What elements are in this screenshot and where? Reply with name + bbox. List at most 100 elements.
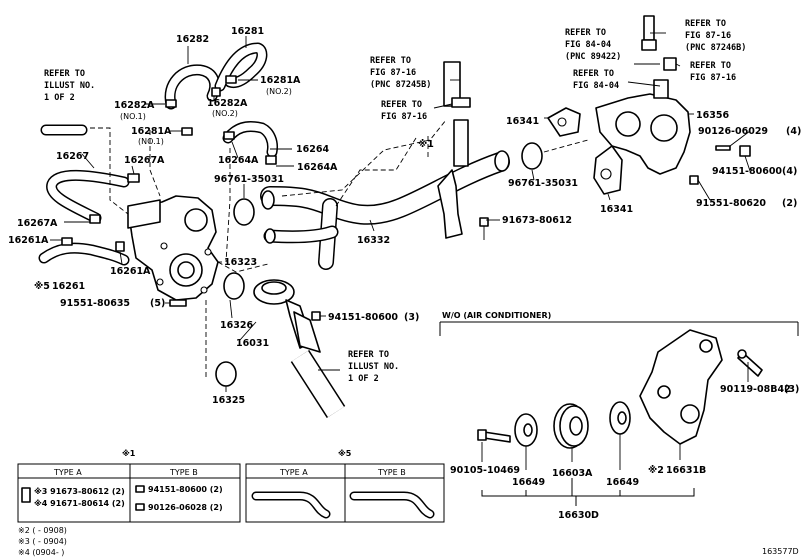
svg-text:(PNC 87245B): (PNC 87245B) bbox=[370, 80, 431, 90]
svg-text:16281A: 16281A bbox=[131, 126, 172, 137]
o-ring-96761-35031-right bbox=[521, 142, 543, 170]
legend-mark5: ※5 TYPE A TYPE B bbox=[245, 448, 445, 523]
svg-text:※3 91673-80612 (2): ※3 91673-80612 (2) bbox=[34, 486, 125, 496]
svg-text:REFER TO: REFER TO bbox=[690, 61, 731, 71]
ref-fig-87-16-b: REFER TO FIG 87-16 bbox=[381, 100, 427, 122]
hose-16264 bbox=[222, 120, 278, 158]
svg-text:90105-10469: 90105-10469 bbox=[450, 465, 520, 476]
hose-16267 bbox=[46, 170, 130, 224]
svg-text:16261A: 16261A bbox=[110, 266, 151, 277]
svg-text:16281: 16281 bbox=[231, 26, 264, 37]
svg-text:ILLUST NO.: ILLUST NO. bbox=[44, 81, 95, 91]
svg-text:94151-80600: 94151-80600 bbox=[712, 166, 782, 177]
svg-text:16282: 16282 bbox=[176, 34, 209, 45]
hose-16281 bbox=[214, 42, 268, 92]
clamp-16261A-left bbox=[61, 237, 73, 246]
ref-illust-bottom: REFER TO ILLUST NO. 1 OF 2 bbox=[348, 350, 399, 384]
clamp-16281A-top bbox=[225, 75, 237, 84]
figure-code: 163577D bbox=[762, 547, 799, 556]
svg-text:TYPE B: TYPE B bbox=[377, 468, 406, 477]
svg-text:REFER TO: REFER TO bbox=[685, 19, 726, 29]
svg-text:16341: 16341 bbox=[506, 116, 539, 127]
svg-text:※1: ※1 bbox=[418, 139, 434, 150]
footnotes: ※2 ( - 0908) ※3 ( - 0904) ※4 (0904- ) bbox=[18, 526, 67, 557]
svg-text:16630D: 16630D bbox=[558, 510, 599, 521]
svg-text:※1: ※1 bbox=[122, 448, 136, 458]
wo-ac-section: W/O (AIR CONDITIONER) 90119-08B42 (3) bbox=[439, 311, 799, 521]
gasket-16326 bbox=[223, 272, 245, 300]
svg-text:※2: ※2 bbox=[648, 465, 664, 476]
svg-text:(4): (4) bbox=[786, 126, 801, 137]
svg-text:TYPE B: TYPE B bbox=[169, 468, 198, 477]
ref-fig-84-04-a: REFER TO FIG 84-04 (PNC 89422) bbox=[565, 28, 621, 62]
clamp-16267A-low bbox=[89, 214, 101, 224]
svg-text:※5: ※5 bbox=[338, 448, 352, 458]
clamp-16281A-mid bbox=[181, 127, 193, 136]
svg-text:96761-35031: 96761-35031 bbox=[508, 178, 578, 189]
svg-text:※2 ( - 0908): ※2 ( - 0908) bbox=[18, 526, 67, 535]
svg-text:(NO.2): (NO.2) bbox=[212, 109, 238, 118]
svg-text:16341: 16341 bbox=[600, 204, 633, 215]
svg-text:(4): (4) bbox=[782, 166, 797, 177]
svg-text:(3): (3) bbox=[404, 312, 419, 323]
water-pipe-16332 bbox=[260, 150, 510, 270]
svg-text:FIG 84-04: FIG 84-04 bbox=[565, 40, 611, 50]
svg-text:16264: 16264 bbox=[296, 144, 329, 155]
svg-text:16282A: 16282A bbox=[207, 98, 248, 109]
svg-text:(NO.1): (NO.1) bbox=[138, 137, 164, 146]
svg-text:16323: 16323 bbox=[224, 257, 257, 268]
ref-fig-84-04-b: REFER TO FIG 84-04 bbox=[573, 69, 619, 91]
svg-text:16267: 16267 bbox=[56, 151, 89, 162]
svg-text:REFER TO: REFER TO bbox=[370, 56, 411, 66]
svg-text:※4 91671-80614 (2): ※4 91671-80614 (2) bbox=[34, 498, 125, 508]
svg-text:REFER TO: REFER TO bbox=[573, 69, 614, 79]
svg-text:(2): (2) bbox=[782, 198, 797, 209]
svg-text:REFER TO: REFER TO bbox=[381, 100, 422, 110]
bolt-91551-80635 bbox=[165, 299, 187, 307]
svg-text:16631B: 16631B bbox=[666, 465, 706, 476]
svg-text:16356: 16356 bbox=[696, 110, 729, 121]
upper-pipe-87-16 bbox=[443, 61, 471, 167]
bolt-94151-80600-thermo bbox=[311, 311, 321, 321]
ref-fig-87-16-a: REFER TO FIG 87-16 (PNC 87245B) bbox=[370, 56, 431, 90]
stud-90126-06029 bbox=[715, 145, 751, 157]
svg-text:FIG 87-16: FIG 87-16 bbox=[381, 112, 427, 122]
svg-text:16264A: 16264A bbox=[297, 162, 338, 173]
svg-text:91673-80612: 91673-80612 bbox=[502, 215, 572, 226]
svg-text:90126-06029: 90126-06029 bbox=[698, 126, 768, 137]
legend-mark1: ※1 TYPE A TYPE B ※3 91673-80612 (2) ※4 9… bbox=[17, 448, 241, 523]
svg-text:16326: 16326 bbox=[220, 320, 253, 331]
svg-text:(NO.2): (NO.2) bbox=[266, 87, 292, 96]
thermostat-16031 bbox=[253, 279, 321, 353]
svg-text:FIG 87-16: FIG 87-16 bbox=[685, 31, 731, 41]
ref-fig-87-16-c: REFER TO FIG 87-16 (PNC 87246B) bbox=[685, 19, 746, 53]
svg-text:16267A: 16267A bbox=[17, 218, 58, 229]
svg-text:91551-80635: 91551-80635 bbox=[60, 298, 130, 309]
water-outlet-housing-16356 bbox=[595, 15, 691, 175]
svg-text:TYPE A: TYPE A bbox=[279, 468, 308, 477]
svg-text:94151-80600 (2): 94151-80600 (2) bbox=[148, 485, 223, 494]
svg-text:(PNC 89422): (PNC 89422) bbox=[565, 52, 621, 62]
part-labels: 16282 16281 16281A (NO.2) 16282A (NO.1) … bbox=[8, 26, 801, 406]
clamp-16264A-b bbox=[265, 155, 277, 165]
svg-text:16649: 16649 bbox=[512, 477, 545, 488]
svg-text:REFER TO: REFER TO bbox=[565, 28, 606, 38]
svg-text:16264A: 16264A bbox=[218, 155, 259, 166]
gasket-16325 bbox=[215, 361, 237, 387]
svg-text:※4 (0904- ): ※4 (0904- ) bbox=[18, 548, 64, 557]
clamp-16282A-left bbox=[165, 99, 177, 108]
svg-text:16261A: 16261A bbox=[8, 235, 49, 246]
clamp-16261A-mid bbox=[115, 241, 125, 252]
svg-text:(PNC 87246B): (PNC 87246B) bbox=[685, 43, 746, 53]
svg-text:(5): (5) bbox=[150, 298, 165, 309]
clamp-16264A-a bbox=[223, 131, 235, 140]
svg-text:REFER TO: REFER TO bbox=[348, 350, 389, 360]
svg-text:91551-80620: 91551-80620 bbox=[696, 198, 766, 209]
gasket-16341-b bbox=[593, 145, 623, 195]
inlet-pipe-bottom bbox=[290, 350, 346, 418]
bolt-91551-80620 bbox=[689, 175, 699, 185]
svg-text:※3 ( - 0904): ※3 ( - 0904) bbox=[18, 537, 67, 546]
clamp-16282A-mid bbox=[211, 87, 221, 97]
svg-text:16031: 16031 bbox=[236, 338, 269, 349]
